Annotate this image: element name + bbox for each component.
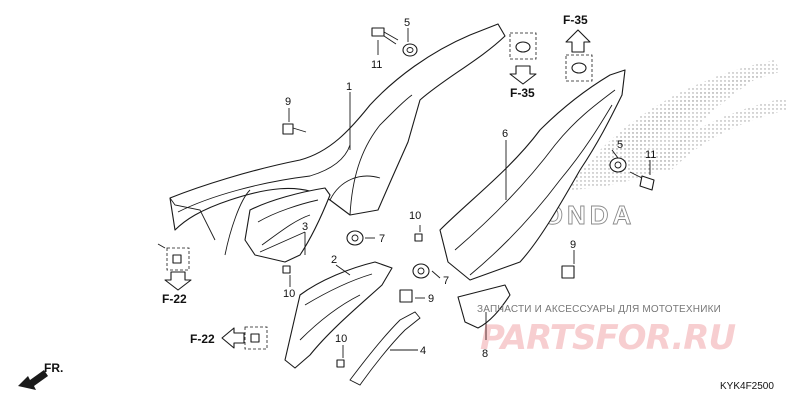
callout-3: 3: [302, 221, 308, 233]
callout-5-top: 5: [404, 17, 410, 29]
screw-f22-box-bottom: [244, 326, 268, 350]
front-direction-arrow: [18, 370, 48, 390]
f35-down-arrow: [509, 65, 537, 85]
grommet-5-right: [609, 157, 627, 173]
ref-f22-left: F-22: [162, 292, 187, 306]
part-8-panel: [457, 284, 511, 329]
callout-5-right: 5: [617, 139, 623, 151]
bolt-11-right: [629, 171, 655, 191]
grommet-7-center: [412, 263, 430, 279]
callout-6: 6: [502, 128, 508, 140]
bolt-9-center: [399, 289, 413, 303]
grommet-f35-box-lower: [565, 54, 593, 82]
ref-f22-bottom: F-22: [190, 332, 215, 346]
f22-down-arrow: [164, 271, 192, 291]
part-3-inner-panel: [244, 187, 331, 263]
callout-10-bottom: 10: [335, 333, 347, 345]
ref-f35-top: F-35: [563, 13, 588, 27]
screw-10-b: [282, 265, 291, 274]
callout-11-top: 11: [371, 59, 382, 71]
callout-1: 1: [346, 81, 352, 93]
callout-8: 8: [482, 348, 488, 360]
bolt-9-right: [561, 265, 575, 279]
callout-9-center: 9: [428, 293, 434, 305]
screw-10-a: [414, 233, 423, 242]
watermark-brand: PARTSFOR.RU: [480, 318, 736, 358]
screw-f22-box-left: [166, 247, 190, 271]
callout-2: 2: [331, 254, 337, 266]
bolt-9-left: [282, 123, 307, 135]
diagram-code: KYK4F2500: [720, 381, 774, 392]
part-6-side-cover: [439, 69, 626, 281]
fasteners: [166, 27, 655, 368]
part-4-bracket: [349, 311, 421, 386]
front-label: FR.: [44, 361, 63, 375]
f22-left-arrow: [221, 327, 245, 349]
callout-7-center: 7: [443, 275, 449, 287]
callout-7-left: 7: [379, 233, 385, 245]
grommet-5-top: [402, 43, 418, 57]
callout-9-left: 9: [285, 96, 291, 108]
f35-up-arrow: [565, 29, 591, 53]
bolt-11-top: [371, 27, 399, 45]
grommet-7-left: [346, 230, 364, 246]
ref-f35-bottom: F-35: [510, 86, 535, 100]
callout-4: 4: [420, 345, 426, 357]
callout-11-right: 11: [645, 149, 656, 161]
callout-9-right: 9: [570, 239, 576, 251]
callout-10-left: 10: [283, 288, 295, 300]
screw-10-c: [336, 359, 345, 368]
grommet-f35-box-upper: [509, 32, 537, 60]
part-2-lower-cover: [284, 261, 393, 369]
callout-10-top: 10: [409, 210, 421, 222]
part-1-side-cover: [169, 23, 506, 256]
leader-lines: [157, 28, 651, 358]
watermark-tagline: ЗАПЧАСТИ И АКСЕССУАРЫ ДЛЯ МОТОТЕХНИКИ: [477, 304, 722, 315]
